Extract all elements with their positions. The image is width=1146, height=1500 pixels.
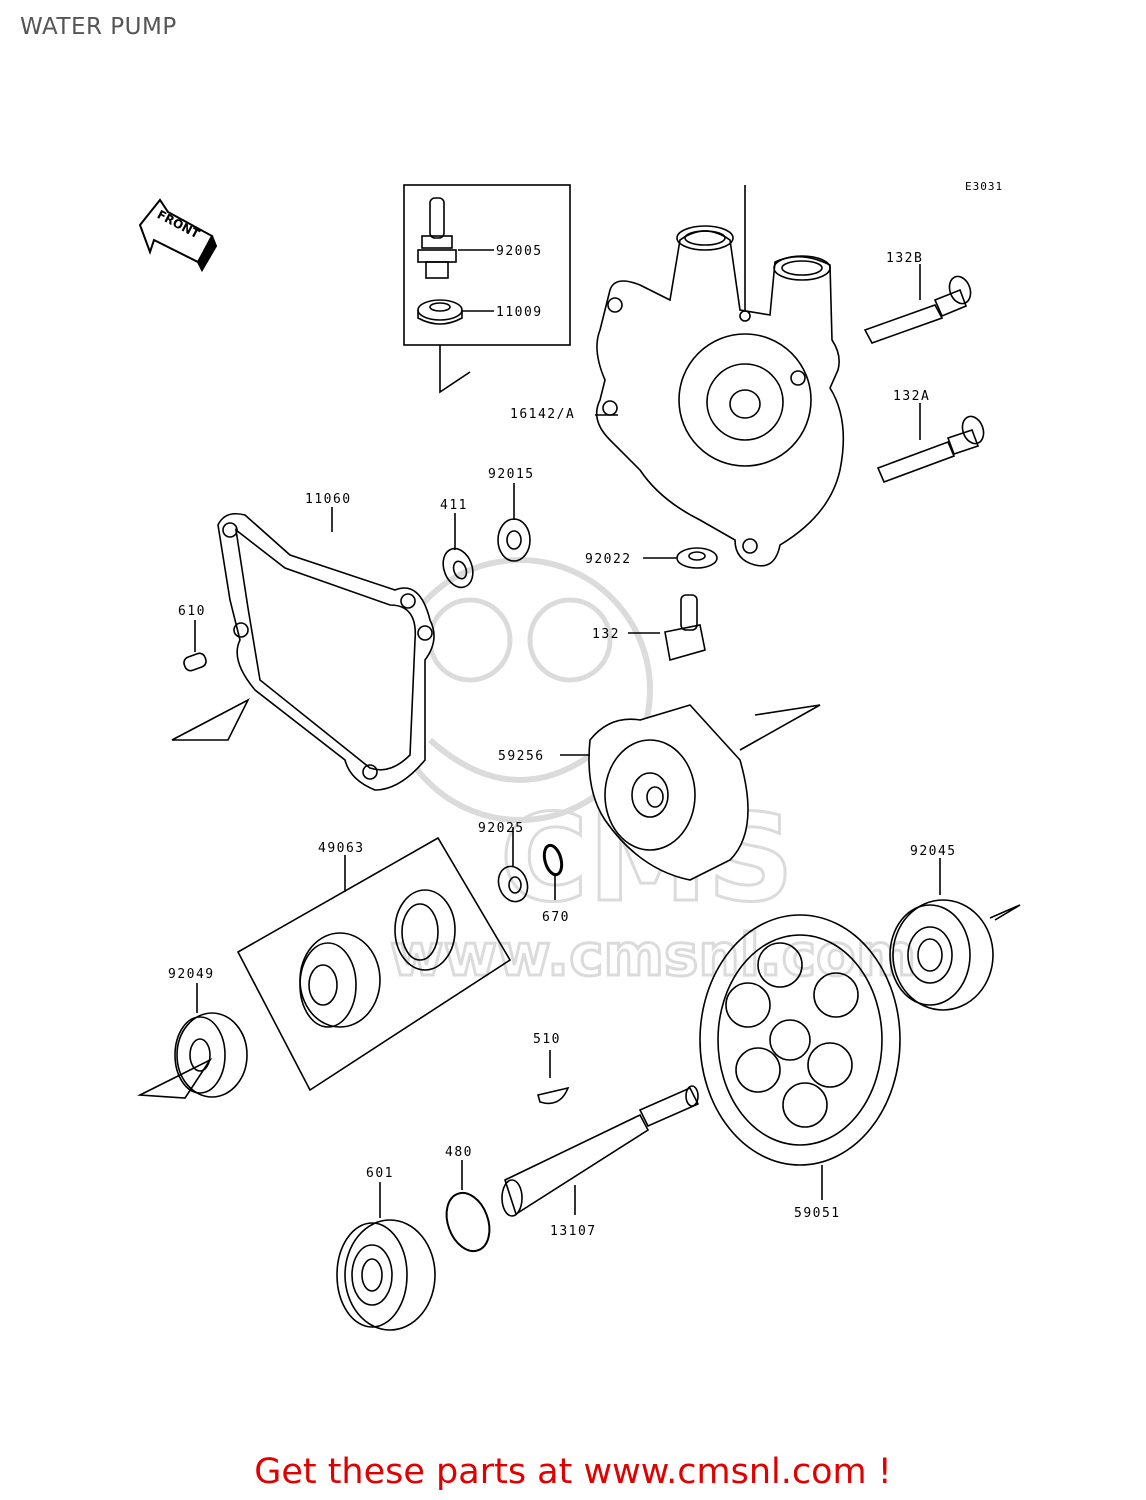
part-label-132[interactable]: 132 <box>592 627 620 642</box>
o-ring-670 <box>542 843 564 900</box>
part-label-92049[interactable]: 92049 <box>168 967 215 982</box>
circlip-480 <box>445 1160 491 1253</box>
part-label-601[interactable]: 601 <box>366 1166 394 1181</box>
bearing-92049 <box>137 983 248 1099</box>
part-label-132a[interactable]: 132A <box>893 389 930 404</box>
fitting-box <box>403 184 571 394</box>
part-label-510[interactable]: 510 <box>533 1032 561 1047</box>
part-label-610[interactable]: 610 <box>178 604 206 619</box>
bearing-92045 <box>889 858 1021 1011</box>
part-label-13107[interactable]: 13107 <box>550 1224 597 1239</box>
part-label-92015[interactable]: 92015 <box>488 467 535 482</box>
key-510 <box>536 1050 570 1105</box>
seal-kit <box>236 836 512 1092</box>
bearing-601 <box>336 1182 436 1331</box>
part-label-92005[interactable]: 92005 <box>496 244 543 259</box>
nut-92015 <box>497 483 531 562</box>
shaft-13107 <box>501 1085 700 1217</box>
part-label-480[interactable]: 480 <box>445 1145 473 1160</box>
page-title: WATER PUMP <box>20 14 177 40</box>
washer-411 <box>442 513 474 589</box>
watermark-url: www.cmsnl.com <box>390 921 916 989</box>
washer-92025 <box>497 827 529 903</box>
part-labels: 92005 11009 132B 132A 16142/A 92015 411 11060 92… <box>168 244 957 1239</box>
part-label-92025[interactable]: 92025 <box>478 821 525 836</box>
gear-59051 <box>699 914 901 1200</box>
part-label-59051[interactable]: 59051 <box>794 1206 841 1221</box>
footer-cta[interactable]: Get these parts at www.cmsnl.com ! <box>254 1452 892 1492</box>
part-label-670[interactable]: 670 <box>542 910 570 925</box>
front-arrow-icon: FRONT <box>138 198 218 273</box>
part-label-92045[interactable]: 92045 <box>910 844 957 859</box>
bolt-132b <box>863 264 972 344</box>
fitting-132 <box>628 594 706 662</box>
washer-92022 <box>643 547 718 569</box>
pump-cover <box>595 185 845 567</box>
part-label-411[interactable]: 411 <box>440 498 468 513</box>
part-label-11009[interactable]: 11009 <box>496 305 543 320</box>
part-label-49063[interactable]: 49063 <box>318 841 365 856</box>
part-label-11060[interactable]: 11060 <box>305 492 352 507</box>
impeller <box>560 704 821 881</box>
part-label-59256[interactable]: 59256 <box>498 749 545 764</box>
part-label-92022[interactable]: 92022 <box>585 552 632 567</box>
diagram-code: E3031 <box>965 180 1003 193</box>
bolt-132a <box>876 403 985 484</box>
gasket <box>171 507 435 791</box>
part-label-132b[interactable]: 132B <box>886 251 923 266</box>
part-label-16142-a[interactable]: 16142/A <box>510 407 575 422</box>
dowel-pin-610 <box>183 620 207 672</box>
